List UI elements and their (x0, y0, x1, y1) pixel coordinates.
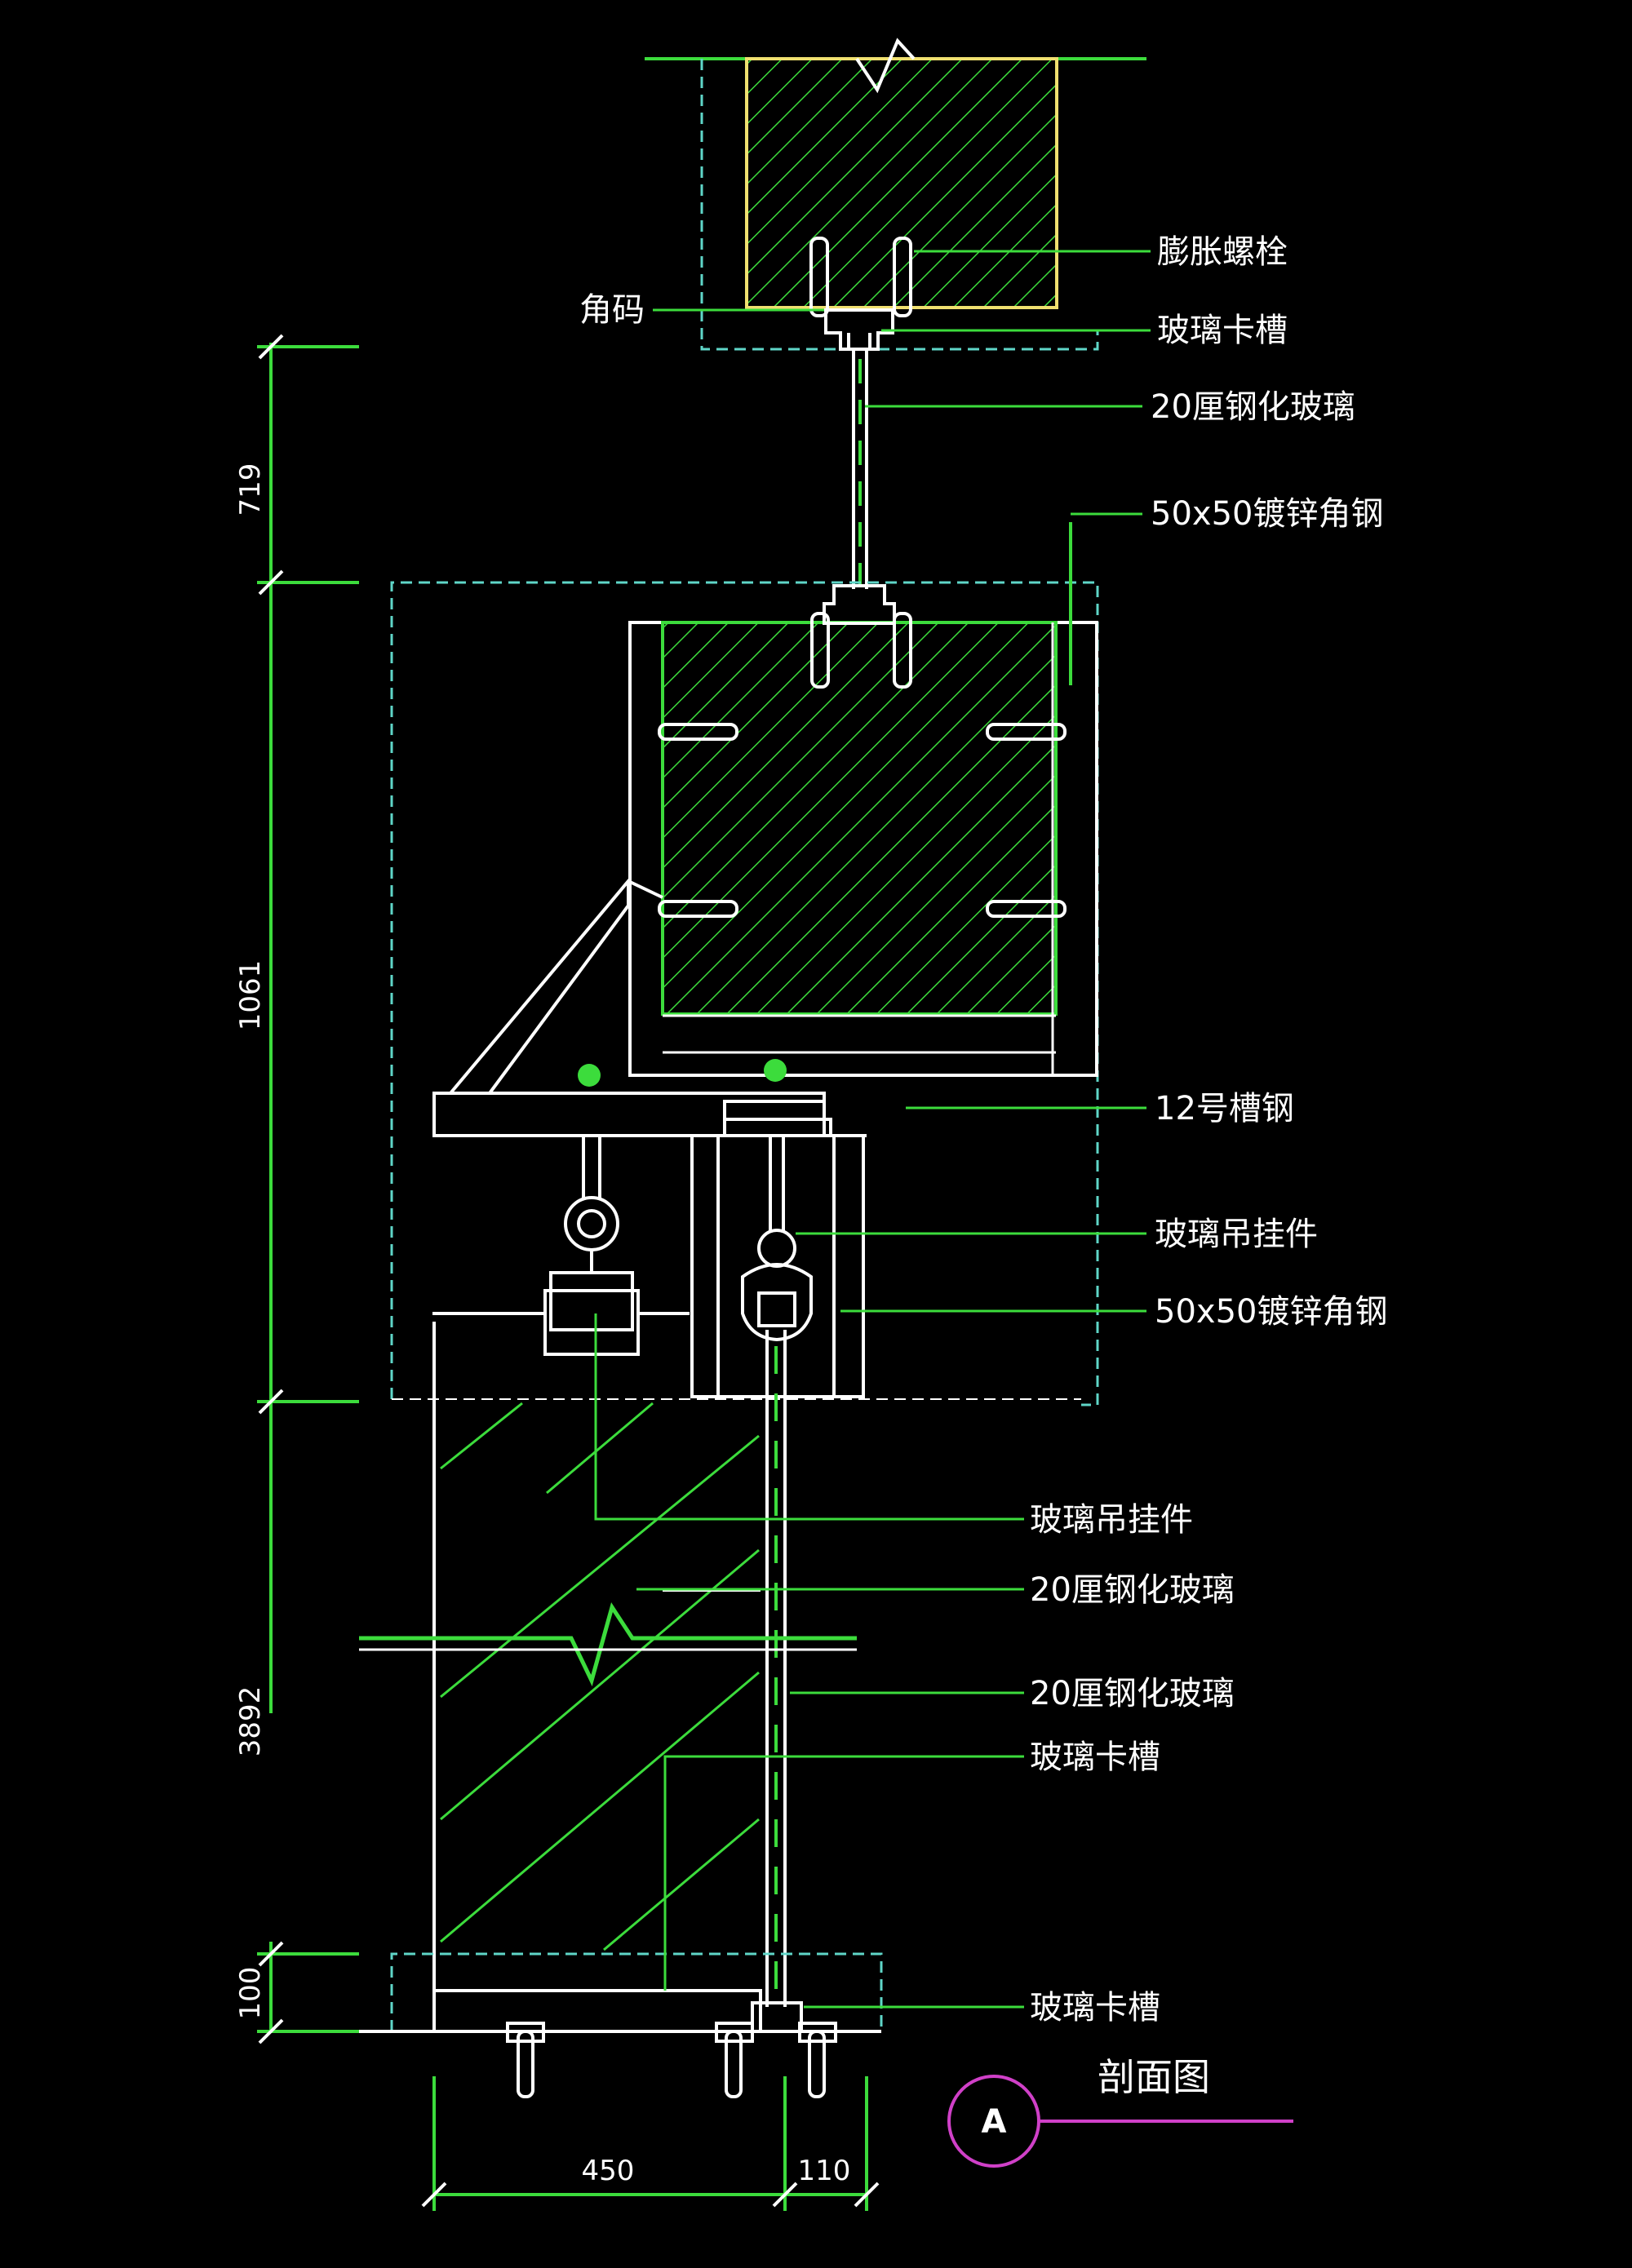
dim-110: 110 (798, 2155, 851, 2187)
label-channel-steel: 12号槽钢 (1155, 1090, 1294, 1127)
break-line (359, 1602, 857, 1687)
label-glass-hanger-lower: 玻璃吊挂件 (1030, 1501, 1193, 1539)
dim-450: 450 (582, 2155, 635, 2187)
label-glass-clip-top: 玻璃卡槽 (1157, 312, 1288, 349)
label-angle-steel-top: 50x50镀锌角钢 (1151, 495, 1383, 533)
dim-3892: 3892 (234, 1686, 267, 1757)
label-glass-clip-bottom: 玻璃卡槽 (1030, 1989, 1160, 2027)
right-glass-hanger (741, 1136, 813, 1342)
beam-side-bolts (658, 723, 1067, 918)
concrete-beam (628, 522, 1098, 1077)
label-glass-hanger-right: 玻璃吊挂件 (1155, 1216, 1318, 1253)
left-glass-hanger (432, 1136, 690, 1356)
section-title: 剖面图 (1098, 2055, 1210, 2099)
section-mark-letter: A (982, 2103, 1007, 2141)
label-glass-clip-mid: 玻璃卡槽 (1030, 1739, 1160, 1776)
horizontal-dimension-chain (421, 2076, 880, 2211)
ceiling-slab (645, 38, 1146, 351)
section-marker: A (947, 2075, 1293, 2168)
top-glass-clip (824, 308, 894, 351)
floor-base (277, 1952, 883, 2098)
channel-steel-green-marks (578, 1059, 787, 1087)
label-tempered-glass-top: 20厘钢化玻璃 (1151, 388, 1355, 426)
label-expansion-bolt: 膨胀螺栓 (1157, 233, 1288, 271)
callout-labels: 膨胀螺栓 角码 玻璃卡槽 20厘钢化玻璃 50x50镀锌角钢 12号槽钢 玻璃吊… (579, 233, 1387, 2027)
label-angle-steel-mid: 50x50镀锌角钢 (1155, 1293, 1387, 1331)
label-corner-code: 角码 (579, 291, 645, 329)
label-tempered-glass-a: 20厘钢化玻璃 (1030, 1571, 1235, 1609)
top-tempered-glass (852, 349, 868, 589)
horizontal-dimension-labels: 450 110 (582, 2155, 851, 2187)
leader-lines (594, 250, 1151, 2009)
beam-glass-clip (810, 584, 912, 689)
dim-1061: 1061 (234, 960, 267, 1031)
dim-719: 719 (234, 463, 267, 516)
vertical-dimension-chain (257, 334, 359, 2044)
expansion-bolts-top (809, 237, 912, 317)
dim-100: 100 (234, 1967, 267, 2020)
label-tempered-glass-b: 20厘钢化玻璃 (1030, 1675, 1235, 1712)
ceiling-box (390, 581, 1099, 1406)
vertical-dimension-labels: 719 1061 3892 100 (234, 463, 267, 2020)
